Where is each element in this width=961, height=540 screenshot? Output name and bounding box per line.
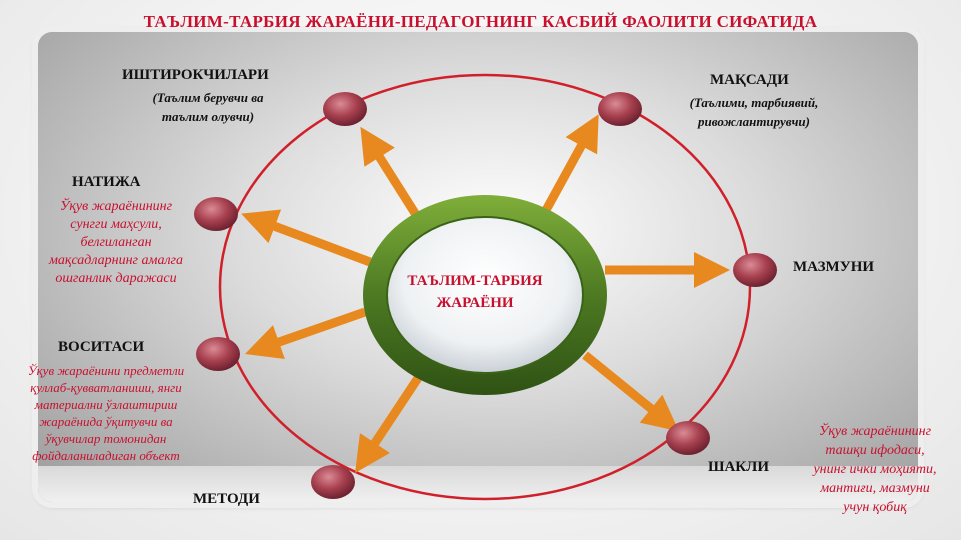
arrow-to-maqsadi bbox=[541, 114, 599, 215]
node-shakli bbox=[666, 421, 710, 455]
desc-natija-5: ошганлик даражаси bbox=[55, 271, 177, 286]
arrow-to-natija bbox=[241, 209, 372, 267]
node-maqsadi bbox=[598, 92, 642, 126]
desc-shakli-3: унинг ички моҳияти, bbox=[813, 462, 937, 477]
sub-ishtirokchilari-1: (Таълим берувчи ва bbox=[152, 90, 264, 105]
center-label-line2: ЖАРАЁНИ bbox=[436, 295, 514, 311]
center-label-line1: ТАЪЛИМ-ТАРБИЯ bbox=[407, 273, 543, 289]
desc-shakli-1: Ўқув жараёнининг bbox=[818, 424, 932, 439]
label-mazmuni: МАЗМУНИ bbox=[793, 259, 875, 275]
outer-ring bbox=[218, 73, 752, 501]
arrows bbox=[241, 114, 730, 474]
arrow-to-vositasi bbox=[245, 307, 367, 360]
sub-ishtirokchilari: (Таълим берувчи ва таълим олувчи) bbox=[118, 88, 298, 126]
page-title: ТАЪЛИМ-ТАРБИЯ ЖАРАЁНИ-ПЕДАГОГНИНГ КАСБИЙ… bbox=[143, 12, 818, 31]
label-shakli: ШАКЛИ bbox=[708, 459, 770, 475]
label-metodi: МЕТОДИ bbox=[193, 491, 260, 507]
sub-maqsadi: (Таълими, тарбиявий, ривожлантирувчи) bbox=[664, 93, 844, 131]
desc-natija: Ўқув жараёнининг сунгги маҳсули, белгила… bbox=[22, 198, 210, 288]
panel-bottom-strip bbox=[38, 466, 918, 502]
node-mazmuni bbox=[733, 253, 777, 287]
desc-vositasi-1: Ўқув жараёнини предметли bbox=[27, 363, 185, 378]
label-ishtirokchilari: ИШТИРОКЧИЛАРИ bbox=[122, 67, 269, 83]
sub-ishtirokchilari-2: таълим олувчи) bbox=[161, 109, 255, 124]
desc-shakli-5: учун қобиқ bbox=[843, 500, 907, 515]
desc-vositasi: Ўқув жараёнини предметли қуллаб-қувватла… bbox=[2, 362, 210, 464]
node-metodi bbox=[311, 465, 355, 499]
desc-natija-3: белгиланган bbox=[80, 235, 152, 250]
center-inner bbox=[386, 216, 584, 374]
center-label: ТАЪЛИМ-ТАРБИЯ ЖАРАЁНИ bbox=[390, 270, 560, 314]
arrow-to-metodi bbox=[355, 372, 424, 474]
desc-vositasi-4: жараёнида ўқитувчи ва bbox=[39, 414, 173, 429]
sub-maqsadi-2: ривожлантирувчи) bbox=[698, 114, 810, 129]
label-natija: НАТИЖА bbox=[72, 174, 141, 190]
label-vositasi: ВОСИТАСИ bbox=[58, 339, 145, 355]
node-ishtirokchilari bbox=[323, 92, 367, 126]
desc-natija-2: сунгги маҳсули, bbox=[70, 217, 162, 232]
label-maqsadi: МАҚСАДИ bbox=[710, 72, 789, 88]
desc-vositasi-6: фойдаланиладиган объект bbox=[32, 448, 180, 463]
sub-maqsadi-1: (Таълими, тарбиявий, bbox=[689, 95, 819, 110]
desc-vositasi-5: ўқувчилар томонидан bbox=[45, 431, 167, 446]
desc-natija-1: Ўқув жараёнининг bbox=[59, 199, 173, 214]
node-vositasi bbox=[196, 337, 240, 371]
desc-shakli-4: мантиғи, мазмуни bbox=[820, 481, 930, 496]
arrow-to-ishtirokchilari bbox=[360, 126, 422, 221]
desc-vositasi-3: материални ўзлаштириш bbox=[34, 397, 178, 412]
desc-vositasi-2: қуллаб-қувватланиши, янги bbox=[30, 380, 182, 395]
node-natija bbox=[194, 197, 238, 231]
desc-shakli-2: ташқи ифодаси, bbox=[825, 443, 925, 458]
desc-natija-4: мақсадларнинг амалга bbox=[48, 253, 184, 268]
arrow-to-shakli bbox=[582, 351, 679, 432]
desc-shakli: Ўқув жараёнининг ташқи ифодаси, унинг ич… bbox=[790, 422, 960, 517]
